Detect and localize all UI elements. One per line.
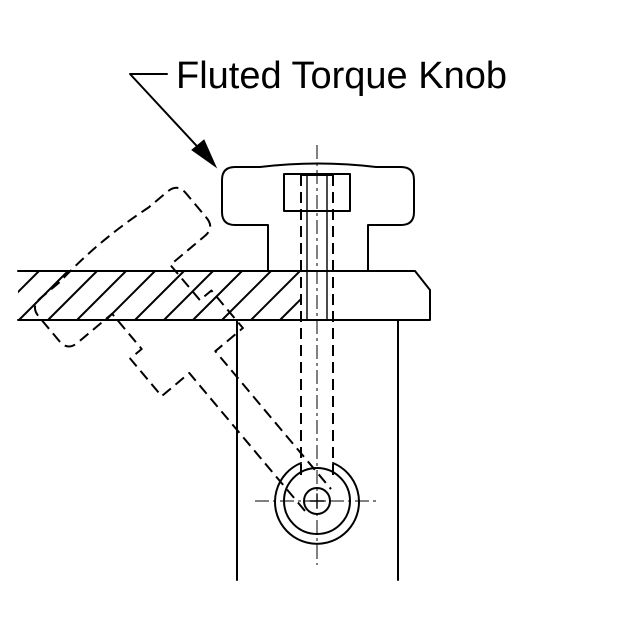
hatch-pattern	[18, 271, 300, 320]
support-column	[236, 319, 399, 581]
rotated-knob-phantom	[33, 186, 332, 512]
fluted-knob-body	[221, 162, 415, 272]
plate-section	[17, 270, 301, 321]
centerlines	[255, 145, 380, 565]
leader-arrowhead	[191, 139, 218, 169]
knob-base-flange	[299, 270, 431, 321]
callout-label: Fluted Torque Knob	[176, 55, 507, 97]
callout: Fluted Torque Knob	[129, 55, 507, 169]
leader-line	[129, 73, 208, 158]
